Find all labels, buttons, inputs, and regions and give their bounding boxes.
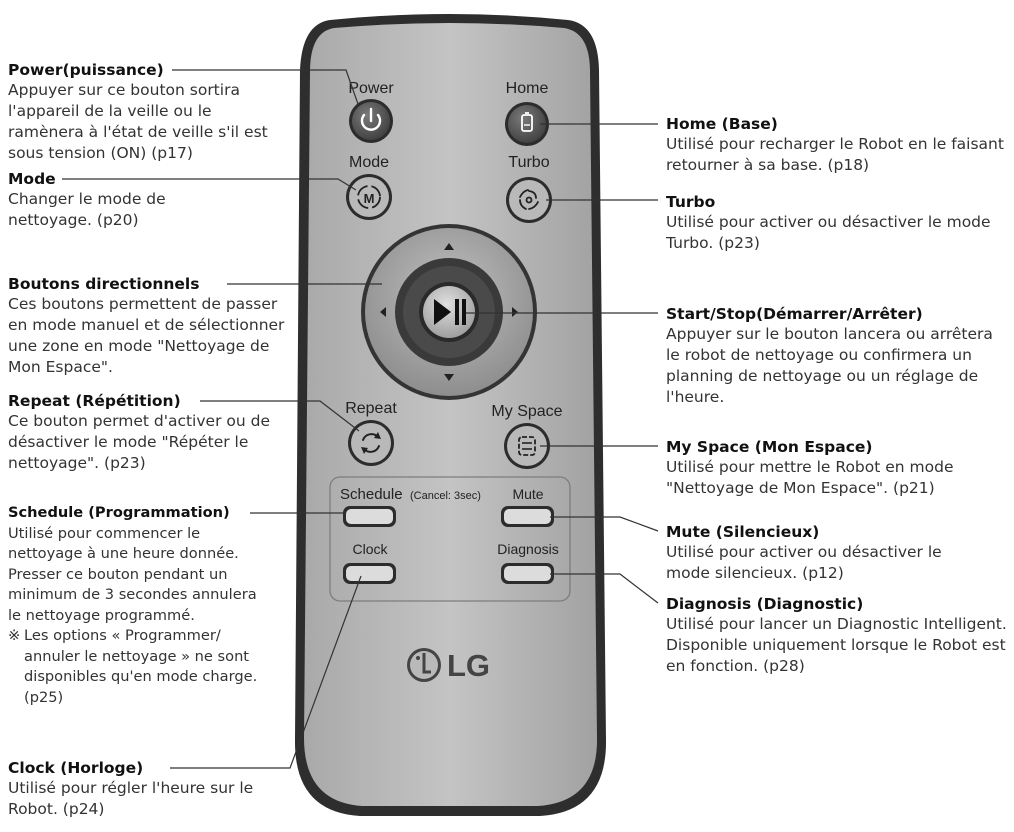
power-button[interactable] (349, 99, 393, 143)
callout-mute: Mute (Silencieux) Utilisé pour activer o… (666, 522, 1011, 584)
leader-mode (62, 178, 357, 191)
mode-button[interactable]: M (346, 174, 392, 220)
diagnosis-button[interactable] (501, 563, 554, 584)
callout-turbo: Turbo Utilisé pour activer ou désactiver… (666, 192, 1011, 254)
callout-clock-desc: Utilisé pour régler l'heure sur le Robot… (8, 779, 254, 818)
mode-icon: M (357, 185, 381, 209)
callout-diagnosis-desc: Utilisé pour lancer un Diagnostic Intell… (666, 615, 1007, 675)
callout-start-stop-desc: Appuyer sur le bouton lancera ou arrêter… (666, 325, 993, 406)
leader-diagnosis (550, 573, 659, 604)
leader-power (172, 69, 359, 105)
diagnosis-label: Diagnosis (497, 541, 558, 557)
callout-my-space-desc: Utilisé pour mettre le Robot en mode "Ne… (666, 458, 954, 497)
callout-power-title: Power(puissance) (8, 61, 164, 79)
clock-label: Clock (352, 541, 388, 557)
callout-turbo-title: Turbo (666, 193, 716, 211)
svg-text:M: M (364, 191, 375, 206)
fan-icon (519, 189, 539, 210)
battery-icon (521, 112, 533, 132)
repeat-icon (361, 432, 381, 454)
callout-diagnosis-title: Diagnosis (Diagnostic) (666, 595, 864, 613)
callout-directional-title: Boutons directionnels (8, 275, 200, 293)
note-mark: ※ (8, 627, 21, 644)
repeat-button[interactable] (348, 420, 394, 466)
callout-power-desc: Appuyer sur ce bouton sortira l'appareil… (8, 81, 268, 162)
callout-schedule-note: ※ Les options « Programmer/ annuler le n… (8, 626, 270, 708)
home-button[interactable] (505, 102, 549, 146)
callout-my-space: My Space (Mon Espace) Utilisé pour mettr… (666, 437, 1011, 499)
callout-start-stop: Start/Stop(Démarrer/Arrêter) Appuyer sur… (666, 304, 1011, 408)
callout-schedule-title: Schedule (Programmation) (8, 504, 230, 521)
callout-my-space-title: My Space (Mon Espace) (666, 438, 873, 456)
lower-button-panel (329, 476, 571, 602)
callout-diagnosis: Diagnosis (Diagnostic) Utilisé pour lanc… (666, 594, 1011, 677)
callout-clock-title: Clock (Horloge) (8, 759, 144, 777)
callout-directional-desc: Ces boutons permettent de passer en mode… (8, 295, 285, 376)
leader-mute (550, 516, 659, 532)
callout-mute-desc: Utilisé pour activer ou désactiver le mo… (666, 543, 942, 582)
callout-home-desc: Utilisé pour recharger le Robot en le fa… (666, 135, 1004, 174)
callout-turbo-desc: Utilisé pour activer ou désactiver le mo… (666, 213, 991, 252)
callout-schedule-note-text: Les options « Programmer/ annuler le net… (24, 627, 258, 706)
my-space-button[interactable] (504, 423, 550, 469)
arrow-up-icon[interactable] (444, 243, 454, 250)
callout-clock: Clock (Horloge) Utilisé pour régler l'he… (8, 758, 278, 820)
callout-home-title: Home (Base) (666, 115, 778, 133)
leader-repeat (200, 400, 360, 432)
start-stop-button[interactable] (403, 266, 495, 358)
callout-schedule-desc: Utilisé pour commencer le nettoyage à un… (8, 524, 257, 624)
turbo-button[interactable] (506, 177, 552, 223)
callout-schedule: Schedule (Programmation) Utilisé pour co… (8, 503, 270, 708)
callout-mode-title: Mode (8, 170, 56, 188)
power-label: Power (348, 80, 394, 97)
arrow-left-icon[interactable] (380, 307, 386, 317)
callout-mute-title: Mute (Silencieux) (666, 523, 820, 541)
callout-home: Home (Base) Utilisé pour recharger le Ro… (666, 114, 1011, 176)
mode-label: Mode (349, 154, 389, 171)
callout-power: Power(puissance) Appuyer sur ce bouton s… (8, 60, 283, 164)
callout-repeat-desc: Ce bouton permet d'activer ou de désacti… (8, 412, 270, 472)
mute-button[interactable] (501, 506, 554, 527)
clock-button[interactable] (343, 563, 396, 584)
arrow-right-icon[interactable] (512, 307, 518, 317)
callout-mode-desc: Changer le mode de nettoyage. (p20) (8, 190, 166, 229)
leader-clock (170, 575, 362, 769)
callout-repeat-title: Repeat (Répétition) (8, 392, 181, 410)
callout-start-stop-title: Start/Stop(Démarrer/Arrêter) (666, 305, 923, 323)
my-space-icon (518, 436, 536, 456)
lg-logo-text: LG (447, 648, 490, 683)
schedule-label: Schedule (Cancel: 3sec) (340, 486, 481, 503)
power-icon (360, 107, 382, 131)
play-pause-icon (434, 299, 466, 325)
lg-logo: LG (407, 648, 490, 683)
repeat-label: Repeat (345, 400, 397, 417)
turbo-label: Turbo (508, 154, 549, 171)
callout-mode: Mode Changer le mode de nettoyage. (p20) (8, 169, 278, 231)
mute-label: Mute (512, 486, 543, 502)
schedule-button[interactable] (343, 506, 396, 527)
my-space-label: My Space (491, 403, 562, 420)
callout-repeat: Repeat (Répétition) Ce bouton permet d'a… (8, 391, 288, 474)
home-label: Home (506, 80, 549, 97)
callout-directional: Boutons directionnels Ces boutons permet… (8, 274, 288, 378)
arrow-down-icon[interactable] (444, 374, 454, 381)
